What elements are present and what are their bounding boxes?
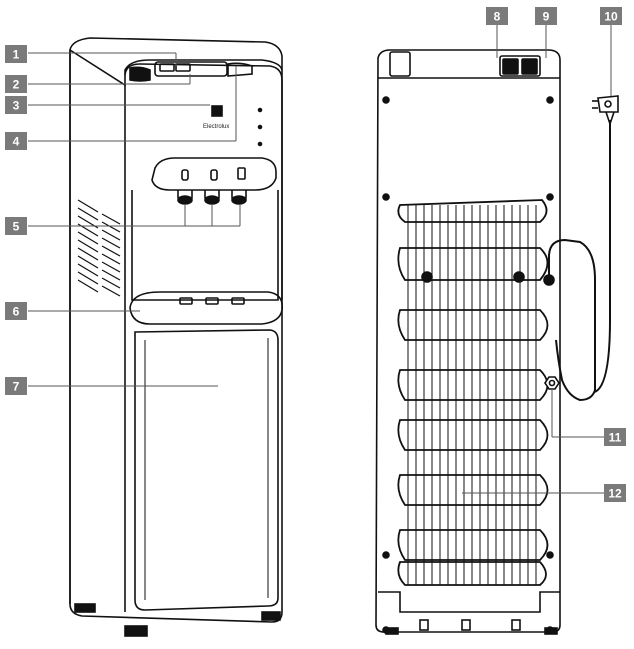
svg-text:1: 1	[13, 48, 20, 62]
svg-text:2: 2	[13, 78, 20, 92]
front-upper-panel	[124, 63, 283, 300]
callout-4: 4	[5, 132, 27, 150]
svg-text:9: 9	[543, 10, 550, 24]
callout-9: 9	[535, 7, 557, 25]
svg-text:7: 7	[13, 380, 20, 394]
switch-block	[499, 55, 541, 77]
condenser-coil	[397, 199, 549, 586]
callout-10: 10	[600, 7, 622, 25]
svg-text:4: 4	[13, 135, 20, 149]
svg-text:10: 10	[604, 10, 618, 24]
tap-housing	[151, 157, 277, 191]
callout-5: 5	[5, 217, 27, 235]
plug-icon	[592, 95, 619, 127]
svg-text:5: 5	[13, 220, 20, 234]
svg-text:3: 3	[13, 99, 20, 113]
svg-text:12: 12	[608, 487, 622, 501]
brand-label: Electrolux	[203, 124, 229, 130]
svg-text:8: 8	[494, 10, 501, 24]
power-cord	[548, 238, 596, 402]
lower-door	[134, 329, 279, 611]
brand-logo-icon	[211, 105, 223, 117]
top-lid	[69, 49, 283, 87]
callout-11: 11	[604, 428, 626, 446]
back-cabinet	[375, 49, 561, 633]
front-view	[69, 37, 284, 637]
side-vents	[77, 199, 121, 297]
callout-3: 3	[5, 96, 27, 114]
callout-2: 2	[5, 75, 27, 93]
callout-7: 7	[5, 377, 27, 395]
svg-text:6: 6	[13, 305, 20, 319]
callout-1: 1	[5, 45, 27, 63]
front-cabinet	[69, 37, 283, 623]
drain-plug-icon	[544, 376, 560, 390]
leader-lines	[28, 25, 612, 494]
dispensing-recess	[131, 190, 279, 301]
back-view	[375, 49, 619, 635]
callout-8: 8	[486, 7, 508, 25]
drip-tray	[129, 291, 284, 325]
svg-text:11: 11	[609, 431, 622, 445]
callout-6: 6	[5, 302, 27, 320]
callout-12: 12	[604, 484, 626, 502]
control-panel	[154, 61, 228, 77]
